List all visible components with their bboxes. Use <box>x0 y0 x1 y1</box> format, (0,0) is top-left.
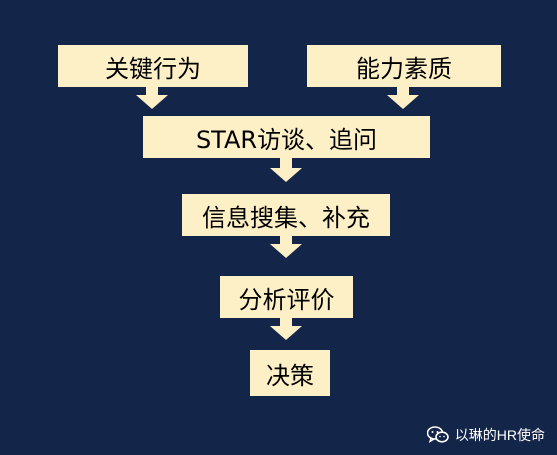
watermark-text: 以琳的HR使命 <box>454 427 545 443</box>
watermark: 以琳的HR使命 <box>426 425 545 445</box>
box-star-interview: STAR访谈、追问 <box>143 116 430 158</box>
box-key-behavior: 关键行为 <box>58 45 248 87</box>
box-info-collection: 信息搜集、补充 <box>182 194 390 236</box>
box-analysis: 分析评价 <box>220 276 353 318</box>
wechat-icon <box>426 426 449 444</box>
box-competency: 能力素质 <box>307 45 501 87</box>
box-decision: 决策 <box>250 350 330 396</box>
